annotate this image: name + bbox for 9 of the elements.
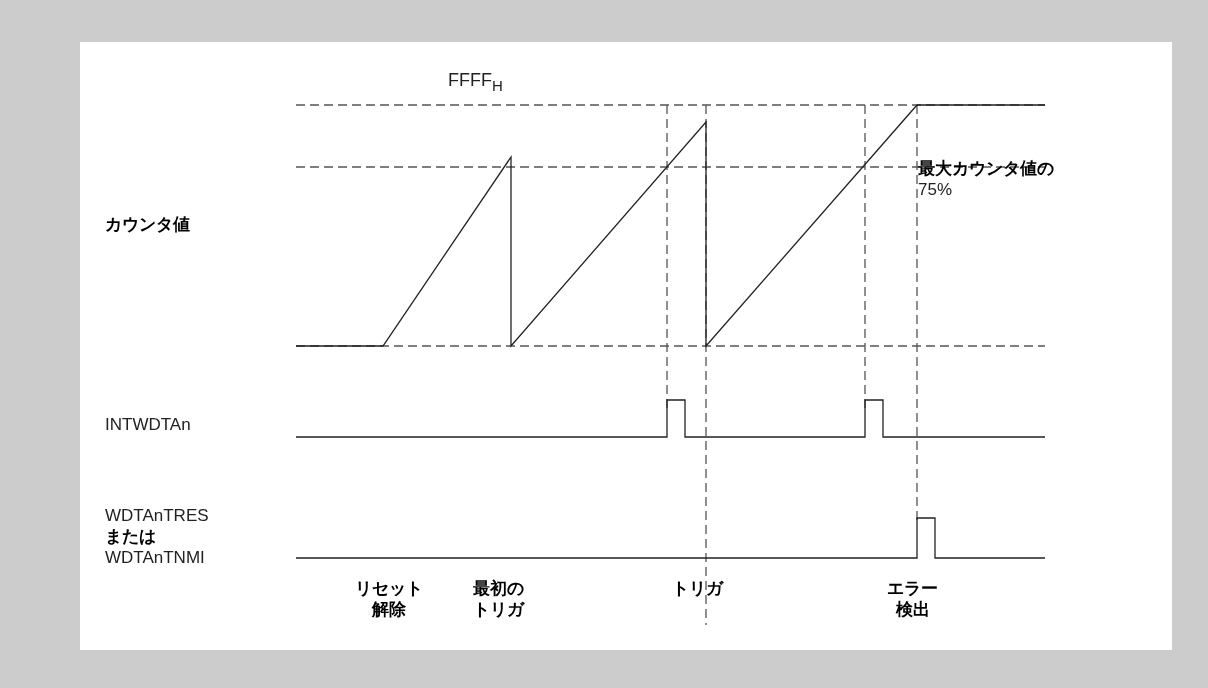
threshold-label: 最大カウンタ値の 75% bbox=[918, 158, 1055, 200]
axis-label: カウンタ値 bbox=[105, 214, 190, 235]
signal-label: INTWDTAn bbox=[105, 414, 191, 435]
event-label: トリガ bbox=[671, 578, 724, 599]
value-label: FFFF$_{H}$ bbox=[448, 70, 503, 96]
event-label: エラー検出 bbox=[886, 578, 939, 620]
event-label: リセット解除 bbox=[354, 578, 424, 620]
event-label: 最初のトリガ bbox=[472, 578, 525, 620]
signal-label: WDTAnTRES または WDTAnTNMI bbox=[105, 505, 210, 568]
